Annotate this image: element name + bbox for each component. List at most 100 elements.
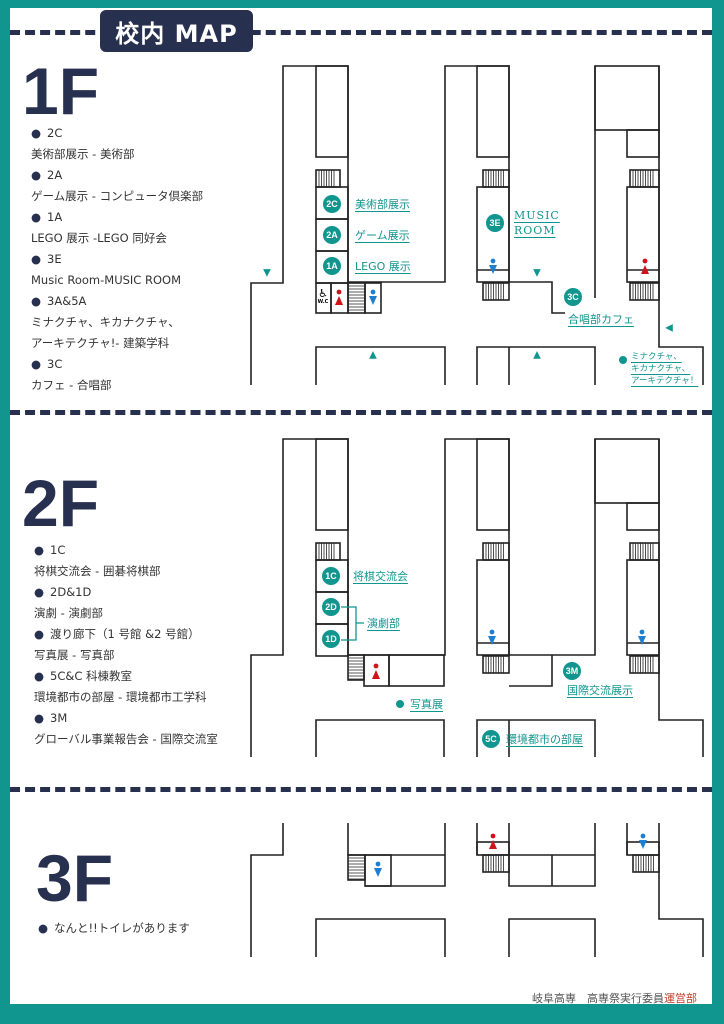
room-label[interactable]: 将棋交流会 <box>353 570 408 583</box>
female-toilet-icon <box>642 258 648 264</box>
arrow-down-icon: ▼ <box>263 267 271 279</box>
room-badge: 3C <box>564 288 582 306</box>
room-badge: 1D <box>322 630 340 648</box>
stairs <box>318 543 335 560</box>
room <box>363 654 390 687</box>
room-label[interactable]: LEGO 展示 <box>355 260 411 273</box>
room-label[interactable]: 演劇部 <box>367 617 400 630</box>
list-code: 3M <box>34 708 218 729</box>
floor-1f-heading: 1F <box>22 54 100 128</box>
list-code: 2D&1D <box>34 582 218 603</box>
arrow-up-icon: ▲ <box>533 349 541 361</box>
floor-1f-list: 2C 美術部展示 - 美術部 2A ゲーム展示 - コンピュータ倶楽部 1A L… <box>31 123 203 396</box>
wc-text: W.C <box>317 299 329 305</box>
location-dot <box>619 356 627 364</box>
list-code: 1C <box>34 540 218 561</box>
female-toilet-icon <box>373 663 379 669</box>
room <box>629 542 660 561</box>
stairs <box>485 656 504 673</box>
stairs <box>632 283 654 300</box>
stairs <box>485 283 504 300</box>
stairs <box>485 855 504 872</box>
wall <box>315 918 596 957</box>
list-code: 5C&C 科棟教室 <box>34 666 218 687</box>
room-label[interactable]: ゲーム展示 <box>355 229 410 242</box>
wall <box>315 719 596 757</box>
list-code: 3C <box>31 354 203 375</box>
list-desc: ミナクチャ、キカナクチャ、 <box>31 315 180 329</box>
divider <box>10 787 712 792</box>
divider <box>10 410 712 415</box>
female-toilet-icon <box>490 833 496 839</box>
stairs <box>348 285 365 311</box>
room <box>629 282 660 301</box>
room-label-architecture[interactable]: ミナクチャ、キカナクチャ、アーキテクチャ！ <box>631 351 698 387</box>
wall <box>594 66 704 385</box>
male-toilet-icon <box>638 636 646 645</box>
stairs <box>318 170 335 187</box>
stairs <box>485 543 504 560</box>
floor-3f-heading: 3F <box>36 841 114 915</box>
room <box>594 65 660 131</box>
male-toilet-icon <box>489 629 495 635</box>
footer-credit: 岐阜高専 高専祭実行委員運営部 <box>532 990 697 1006</box>
list-desc: なんと!!トイレがあります <box>38 918 190 939</box>
accessible-toilet-icon: ♿W.C <box>317 287 329 305</box>
floor-2f-heading: 2F <box>22 466 100 540</box>
wall <box>315 346 596 385</box>
list-desc: 環境都市の部屋 - 環境都市工学科 <box>34 690 207 704</box>
male-toilet-icon <box>639 840 647 849</box>
stairs <box>348 857 365 880</box>
room <box>388 654 445 687</box>
arrow-down-icon: ▼ <box>533 267 541 279</box>
room-badge: 3E <box>486 214 504 232</box>
list-desc: 美術部展示 - 美術部 <box>31 147 135 161</box>
male-toilet-icon <box>374 868 382 877</box>
stairs <box>635 855 654 872</box>
arrow-left-icon: ◀ <box>665 322 673 334</box>
footer-org: 岐阜高専 高専祭実行委員 <box>532 992 664 1005</box>
list-desc: 演劇 - 演劇部 <box>34 606 103 620</box>
stairs <box>632 543 654 560</box>
arch-line: アーキテクチャ！ <box>631 376 699 386</box>
male-toilet-icon <box>490 258 496 264</box>
list-code: 渡り廊下（1 号館 &2 号館） <box>34 624 218 645</box>
stairs <box>348 657 364 680</box>
room-label[interactable]: 美術部展示 <box>355 198 410 211</box>
divider <box>10 30 712 35</box>
male-toilet-icon <box>375 861 381 867</box>
room-label-music-room[interactable]: MUSIC ROOM <box>514 208 560 238</box>
room-badge: 1A <box>323 257 341 275</box>
floor-2f-list: 1C 将棋交流会 - 囲碁将棋部 2D&1D 演劇 - 演劇部 渡り廊下（1 号… <box>34 540 218 750</box>
list-code: 3A&5A <box>31 291 203 312</box>
room <box>629 655 660 674</box>
room-label[interactable]: 環境都市の部屋 <box>506 733 583 746</box>
room-label[interactable]: 写真展 <box>410 698 443 711</box>
room-label[interactable]: 合唱部カフェ <box>568 313 634 326</box>
room-badge: 2C <box>323 195 341 213</box>
list-desc: カフェ - 合唱部 <box>31 378 112 392</box>
room <box>315 438 349 531</box>
room-badge: 1C <box>322 567 340 585</box>
room-badge: 2A <box>323 226 341 244</box>
page-title: 校内 MAP <box>100 10 253 52</box>
list-code: 2C <box>31 123 203 144</box>
female-toilet-icon <box>335 296 343 305</box>
stairs <box>632 170 654 187</box>
list-code: 3E <box>31 249 203 270</box>
list-desc: アーキテクチャ!- 建築学科 <box>31 336 170 350</box>
room <box>626 129 660 158</box>
room <box>626 502 660 531</box>
male-toilet-icon <box>639 629 645 635</box>
room-label[interactable]: 国際交流展示 <box>567 684 633 697</box>
room-badge: 5C <box>482 730 500 748</box>
list-desc: ゲーム展示 - コンピュータ倶楽部 <box>31 189 204 203</box>
room-line: ROOM <box>514 224 556 237</box>
room <box>626 186 660 283</box>
male-toilet-icon <box>640 833 646 839</box>
music-line: MUSIC <box>514 209 560 222</box>
female-toilet-icon <box>641 265 649 274</box>
room <box>364 854 392 887</box>
list-desc: 将棋交流会 - 囲碁将棋部 <box>34 564 161 578</box>
